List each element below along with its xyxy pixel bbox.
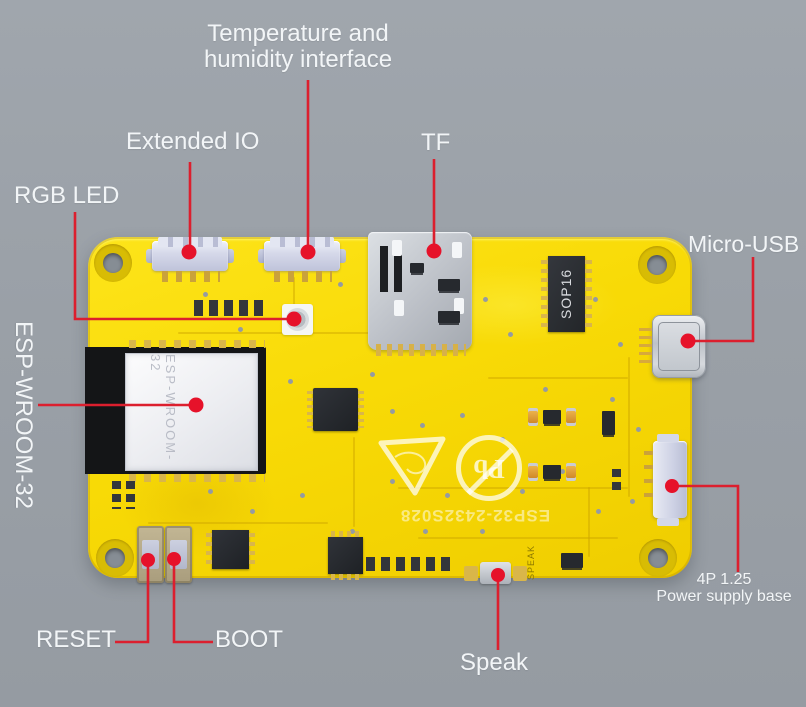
label-4p-power-supply-base: 4P 1.25 Power supply base bbox=[656, 571, 792, 605]
speaker-connector bbox=[464, 562, 527, 584]
rgb-led bbox=[282, 304, 313, 335]
sop16-chip-label: SOP16 bbox=[558, 268, 574, 320]
sot89-component bbox=[543, 465, 561, 479]
sot23-component bbox=[438, 311, 460, 323]
extended-io-connector bbox=[146, 237, 234, 282]
resistor-pair bbox=[112, 481, 121, 509]
sot89-component bbox=[543, 410, 561, 424]
label-speak: Speak bbox=[460, 649, 529, 676]
label-boot: BOOT bbox=[215, 626, 284, 653]
label-micro-usb: Micro-USB bbox=[688, 231, 800, 257]
label-esp-wroom-32: ESP-WROOM-32 bbox=[10, 320, 37, 509]
connector-pins bbox=[162, 271, 220, 282]
label-reset: RESET bbox=[36, 626, 117, 653]
temp-humidity-connector bbox=[258, 237, 346, 282]
mounting-hole bbox=[96, 539, 134, 577]
copper-trace bbox=[628, 357, 630, 497]
module-castellated-pads bbox=[129, 340, 265, 348]
tantalum-capacitor bbox=[566, 463, 576, 481]
speak-silkscreen: SPEAK bbox=[526, 545, 536, 581]
label-tf: TF bbox=[421, 129, 451, 156]
mounting-hole bbox=[639, 539, 677, 577]
tf-card-slot bbox=[368, 232, 472, 356]
module-castellated-pads bbox=[129, 474, 265, 482]
micro-usb-connector bbox=[639, 315, 706, 378]
pb-free-logo: Pb bbox=[456, 435, 522, 501]
main-ic-chip bbox=[307, 388, 364, 431]
label-temperature-humidity-interface: Temperature and humidity interface bbox=[203, 20, 393, 73]
copper-trace bbox=[148, 522, 328, 524]
tf-slot-pins bbox=[376, 344, 466, 356]
sop16-chip: SOP16 bbox=[541, 256, 592, 332]
esp-wroom-32-module: ESP-WROOM-32 bbox=[125, 353, 258, 471]
tantalum-capacitor bbox=[566, 408, 576, 426]
usb-pins bbox=[639, 328, 652, 363]
copper-trace bbox=[418, 537, 618, 539]
resistor-row bbox=[194, 300, 264, 316]
power-connector-4p bbox=[644, 434, 687, 518]
resistor-row bbox=[366, 557, 450, 571]
mounting-hole bbox=[94, 244, 132, 282]
sop8-chip bbox=[206, 530, 255, 569]
tantalum-capacitor bbox=[528, 408, 538, 426]
board-model-silkscreen: ESP32-2432S028 bbox=[399, 506, 551, 525]
via-dots bbox=[88, 237, 93, 242]
copper-trace bbox=[353, 437, 355, 527]
label-rgb-led: RGB LED bbox=[14, 182, 120, 209]
connector-pins bbox=[274, 271, 332, 282]
triangle-silkscreen-logo bbox=[378, 436, 446, 496]
smd-ic bbox=[602, 411, 615, 435]
label-extended-io: Extended IO bbox=[126, 128, 260, 155]
sot23-component bbox=[438, 279, 460, 291]
tantalum-capacitor bbox=[528, 463, 538, 481]
copper-trace bbox=[588, 487, 590, 557]
reset-button bbox=[137, 526, 164, 583]
pcb-board: SOP16 ESP-WROOM-32 Pb ESP32-2432S028 SPE… bbox=[85, 232, 706, 584]
esp-module-silkscreen: ESP-WROOM-32 bbox=[148, 354, 178, 462]
copper-trace bbox=[488, 377, 628, 379]
resistor-pair bbox=[612, 469, 621, 495]
smd-component bbox=[561, 553, 583, 568]
pb-free-text: Pb bbox=[473, 454, 505, 484]
resistor-pair bbox=[126, 481, 135, 509]
sop8-chip bbox=[328, 531, 363, 580]
mounting-hole bbox=[638, 246, 676, 284]
sot23-component bbox=[410, 263, 424, 273]
boot-button bbox=[165, 526, 192, 583]
